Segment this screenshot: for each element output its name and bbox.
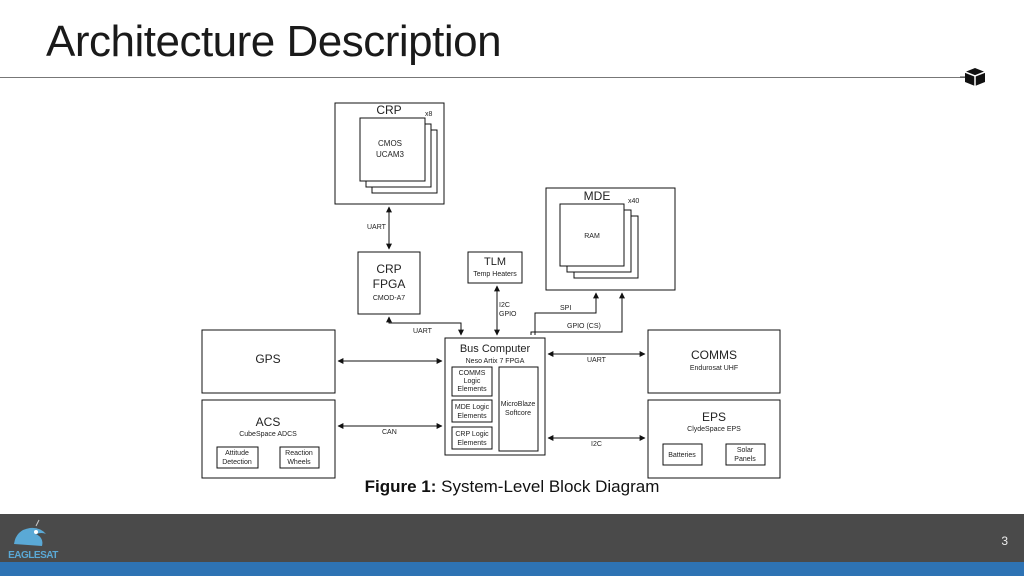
batteries-label: Batteries xyxy=(668,452,696,459)
crp-logic-2: Elements xyxy=(457,440,487,447)
tlm-link-label-2: GPIO xyxy=(499,311,517,318)
crp-logic-block xyxy=(451,426,493,450)
cube-icon xyxy=(960,68,986,86)
comms-sub: Endurosat UHF xyxy=(690,365,738,372)
acs-can-label: CAN xyxy=(382,429,397,436)
solar-panels-block xyxy=(725,443,766,466)
caption-text: System-Level Block Diagram xyxy=(436,477,660,496)
tlm-link-label-1: I2C xyxy=(499,302,510,309)
comms-logic-2: Logic xyxy=(464,378,481,385)
title-divider xyxy=(0,77,968,78)
gps-block xyxy=(201,329,336,394)
logo-text: EAGLESAT xyxy=(8,550,58,561)
eps-title: EPS xyxy=(702,410,726,424)
bus-title: Bus Computer xyxy=(460,343,531,355)
mde-logic-1: MDE Logic xyxy=(455,404,490,411)
acs-title: ACS xyxy=(256,415,281,429)
comms-title: COMMS xyxy=(691,348,737,362)
crp-multiplier: x8 xyxy=(425,111,433,118)
mde-gpio-label: GPIO (CS) xyxy=(567,323,601,330)
fpga-uart-label: UART xyxy=(413,328,433,335)
eps-i2c-label: I2C xyxy=(591,441,602,448)
mde-spi-link xyxy=(534,292,599,335)
crp-cmos-line1: CMOS xyxy=(378,139,402,148)
block-diagram: CRP x8 CMOS UCAM3 UART CRP FPGA CMOD-A7 … xyxy=(201,102,781,479)
tlm-block xyxy=(467,251,523,284)
crp-fpga-sub: CMOD-A7 xyxy=(373,295,405,302)
caption-label: Figure 1: xyxy=(364,477,437,496)
footer-bar xyxy=(0,514,1024,562)
crp-uart-label: UART xyxy=(367,224,387,231)
crp-fpga-block xyxy=(357,251,421,315)
page-number: 3 xyxy=(1001,534,1008,548)
mde-ram-label: RAM xyxy=(584,233,600,240)
eaglesat-logo: EAGLESAT xyxy=(8,519,59,561)
solar-2: Panels xyxy=(734,456,756,463)
solar-1: Solar xyxy=(737,447,754,454)
reaction-wheels-block xyxy=(279,446,320,469)
crp-logic-1: CRP Logic xyxy=(455,431,489,438)
attitude-1: Attitude xyxy=(225,450,249,457)
microblaze-block xyxy=(498,366,539,452)
comms-logic-block xyxy=(451,366,493,397)
crp-fpga-line2: FPGA xyxy=(373,277,406,291)
attitude-detection-block xyxy=(216,446,259,469)
wheels-1: Reaction xyxy=(285,450,313,457)
comms-logic-3: Elements xyxy=(457,386,487,393)
microblaze-2: Softcore xyxy=(505,410,531,417)
mde-multiplier: x40 xyxy=(628,198,639,205)
mde-spi-label: SPI xyxy=(560,305,571,312)
crp-title: CRP xyxy=(376,103,401,117)
crp-fpga-line1: CRP xyxy=(376,262,401,276)
crp-cmos-block xyxy=(359,117,426,182)
crp-cmos-line2: UCAM3 xyxy=(376,150,405,159)
attitude-2: Detection xyxy=(222,459,252,466)
acs-sub: CubeSpace ADCS xyxy=(239,431,297,438)
slide-title: Architecture Description xyxy=(46,17,502,66)
tlm-sub: Temp Heaters xyxy=(473,271,517,278)
tlm-title: TLM xyxy=(484,256,506,268)
comms-uart-label: UART xyxy=(587,357,607,364)
mde-logic-2: Elements xyxy=(457,413,487,420)
batteries-block xyxy=(662,443,703,466)
comms-block xyxy=(647,329,781,394)
microblaze-1: MicroBlaze xyxy=(501,401,536,408)
fpga-bus-uart-link xyxy=(386,316,464,336)
wheels-2: Wheels xyxy=(287,459,311,466)
mde-logic-block xyxy=(451,399,493,423)
bus-sub: Neso Artix 7 FPGA xyxy=(466,358,525,365)
figure-caption: Figure 1: System-Level Block Diagram xyxy=(0,477,1024,497)
comms-logic-1: COMMS xyxy=(459,370,486,377)
mde-ram-block xyxy=(559,203,625,267)
eps-sub: ClydeSpace EPS xyxy=(687,426,741,433)
mde-gpio-link xyxy=(530,292,625,335)
mde-title: MDE xyxy=(584,189,611,203)
gps-title: GPS xyxy=(255,352,280,366)
footer-accent-strip xyxy=(0,562,1024,576)
